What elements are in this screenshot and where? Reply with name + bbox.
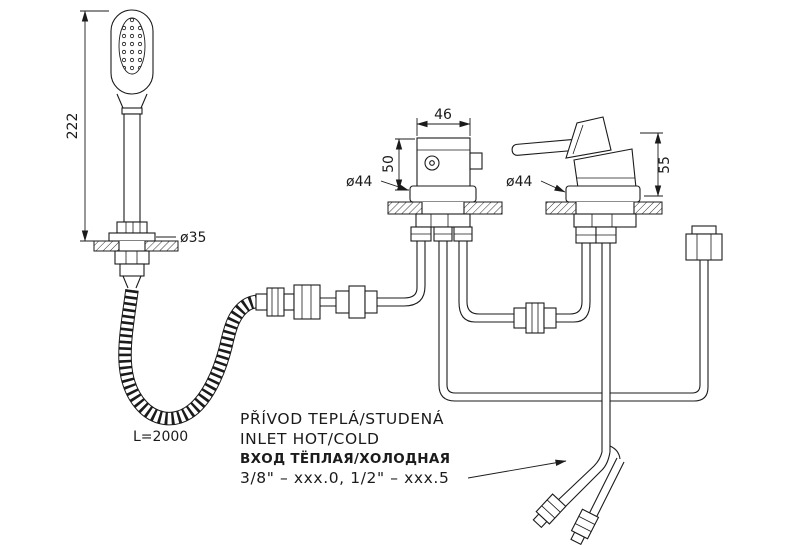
mixer-fixture — [511, 116, 641, 244]
inlet-note-block: PŘÍVOD TEPLÁ/STUDENÁ INLET HOT/COLD ВХОД… — [240, 409, 567, 487]
dia-35-label: ø35 — [180, 230, 206, 246]
hose-taper — [122, 275, 142, 289]
coupling-nut — [255, 293, 268, 311]
locknut — [114, 250, 150, 265]
pipe-segment — [320, 297, 336, 307]
fitting-cap — [691, 225, 717, 235]
dimension-mixer-height: 55 — [640, 132, 673, 197]
union-nut — [293, 284, 321, 320]
mixer-vertical-pipe — [601, 243, 611, 452]
fitting-facets — [696, 234, 712, 260]
inlet-hose-1 — [555, 451, 611, 509]
hose-couplings — [255, 284, 404, 320]
lever-handle — [511, 139, 577, 156]
inlet-hose-1-fitting — [532, 493, 567, 529]
diverter-knob-center — [429, 160, 435, 166]
label-shower-base-diameter: ø35 — [156, 230, 206, 246]
inlet-hoses — [532, 445, 625, 545]
head-taper — [116, 93, 148, 109]
base-nut-facets — [125, 222, 141, 233]
deck-stem — [575, 202, 635, 214]
mixer-elbow — [569, 243, 591, 323]
connecting-pipe — [458, 241, 574, 323]
locknut-facets — [591, 214, 613, 227]
fitting-facets — [574, 515, 596, 533]
elbow-to-hose — [403, 241, 426, 307]
dim-46-label: 46 — [434, 107, 452, 123]
extension-lines — [395, 138, 415, 191]
dim-55-label: 55 — [657, 156, 673, 174]
dia-44-mixer-label: ø44 — [506, 174, 532, 190]
supply-pipes — [403, 225, 723, 452]
spout-outlet — [469, 152, 483, 170]
spray-face — [118, 17, 146, 75]
spout-flange — [409, 185, 477, 203]
coupling-facets — [531, 303, 539, 333]
union-facets — [301, 285, 312, 319]
dimension-spout-width: 46 — [416, 107, 471, 136]
mixer-flange — [565, 185, 641, 203]
diverter-knob-icon — [424, 155, 440, 171]
coupling-facets — [271, 288, 279, 316]
deck-stem — [118, 241, 146, 251]
deck-stem-mask — [576, 202, 634, 214]
locknut-facets — [125, 251, 138, 264]
coupling-nut — [348, 285, 366, 319]
locknut-facets — [430, 214, 449, 227]
hose-length-label: L=2000 — [133, 429, 188, 445]
inlet-hose-2 — [587, 445, 625, 521]
hand-shower-handle — [123, 113, 141, 223]
lever-boss — [565, 116, 612, 159]
note-arrow — [467, 459, 567, 479]
long-supply-pipe — [438, 241, 709, 402]
base-nut — [116, 221, 148, 234]
locknut — [415, 213, 471, 228]
coupling-nut — [525, 302, 545, 334]
coupling-nut — [543, 307, 557, 329]
hand-shower — [108, 9, 156, 289]
inlet-hose-2-fitting — [570, 508, 600, 545]
dia-44-spout-label: ø44 — [346, 174, 372, 190]
deck-stem-mask — [422, 202, 464, 214]
deck-stem-mask — [119, 241, 145, 251]
label-spout-base-diameter: ø44 — [346, 174, 409, 191]
hose-ribs — [118, 289, 263, 426]
dim-50-label: 50 — [381, 155, 397, 173]
spout-fixture — [409, 137, 483, 242]
coupling-nut — [513, 307, 527, 329]
dimension-hand-shower-length: 222 — [65, 10, 109, 242]
escutcheon — [108, 232, 156, 242]
pipe-segment — [377, 297, 404, 307]
coupling-nut — [364, 290, 378, 314]
extension-lines — [80, 10, 109, 242]
fitting-nut — [535, 493, 567, 525]
handle-collar — [121, 107, 143, 115]
top-right-fitting — [685, 225, 723, 261]
dim-222-label: 222 — [65, 113, 81, 140]
fitting-facets — [541, 499, 561, 519]
hose-nut — [119, 263, 145, 277]
leader-line — [540, 180, 566, 193]
deck-stem — [421, 202, 465, 214]
label-mixer-base-diameter: ø44 — [506, 174, 566, 193]
coupling-nut — [335, 290, 350, 314]
coupling-nut — [266, 287, 285, 317]
lever-boss-line — [572, 124, 584, 155]
coupling-nut — [283, 293, 295, 311]
locknut — [573, 213, 637, 228]
note-line-4: 3/8" – xxx.0, 1/2" – xxx.5 — [240, 469, 449, 487]
note-line-2: INLET HOT/COLD — [240, 430, 380, 448]
fitting-nut — [570, 508, 600, 540]
vertical-pipe-mask — [602, 243, 610, 452]
note-line-3: ВХОД ТЁПЛАЯ/ХОЛОДНАЯ — [240, 450, 450, 467]
leader-line — [380, 180, 409, 191]
note-line-1: PŘÍVOD TEPLÁ/STUDENÁ — [240, 409, 444, 428]
shower-hose: L=2000 — [118, 289, 263, 445]
fitting-nut — [685, 233, 723, 261]
